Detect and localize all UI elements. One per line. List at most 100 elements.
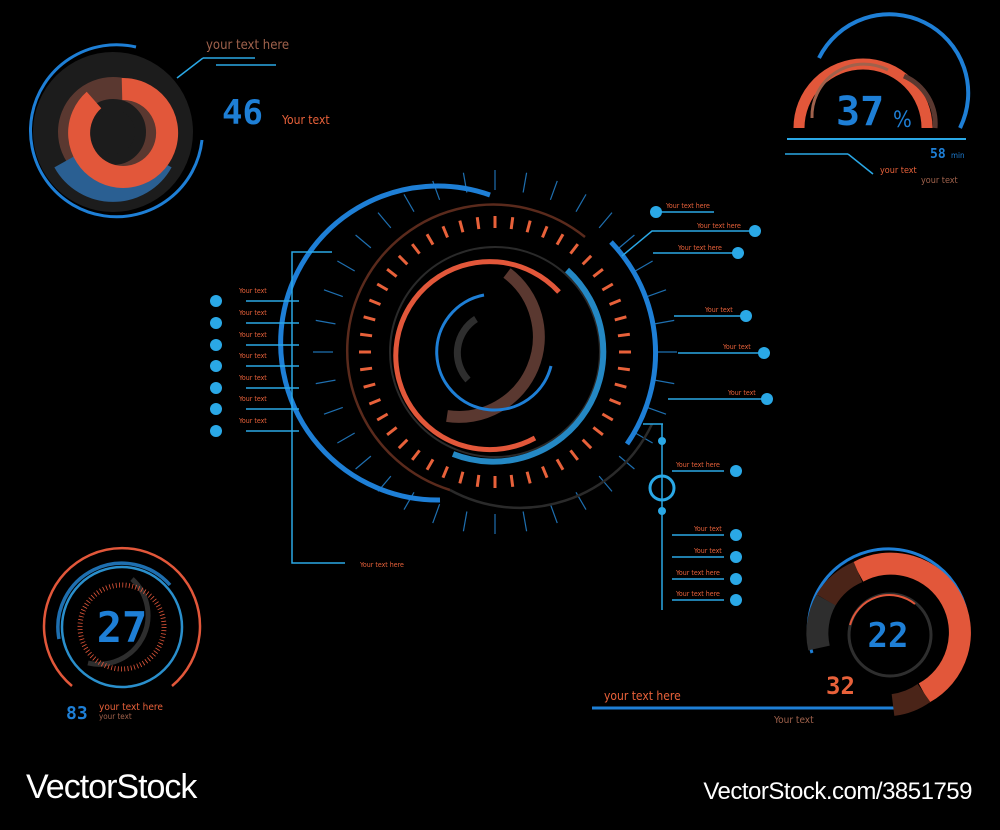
dark-thin-arc — [449, 423, 654, 510]
watermark-brand: VectorStock — [26, 768, 197, 806]
center-disc — [91, 110, 135, 154]
list-item[interactable]: Your text — [210, 287, 299, 307]
bottom-left-gauge: 27 — [42, 546, 202, 689]
dark-brown-arc-bottom — [891, 683, 931, 716]
outer-arc — [29, 43, 204, 219]
bullet-icon — [732, 247, 744, 259]
item-label: Your text here — [675, 590, 720, 598]
gray-ring — [847, 592, 933, 678]
item-label: Your text — [238, 352, 267, 360]
item-label: Your text — [238, 395, 267, 403]
watermark-url: VectorStock.com/3851759 — [703, 778, 972, 805]
top-left-gauge: your text here 46 Your text — [29, 38, 330, 219]
bullet-icon — [210, 382, 222, 394]
item-label: Your text — [704, 306, 733, 314]
bottom-right-gauge: 22 32 your text here Your text — [592, 547, 971, 726]
item-label: Your text here — [665, 202, 710, 210]
gray-arc — [806, 594, 836, 651]
left-list: Your text Your text Your text Your text … — [210, 251, 404, 569]
ring-node-icon[interactable] — [648, 474, 676, 502]
list-item[interactable]: Your text here — [653, 244, 744, 259]
label-1: your text here — [99, 702, 163, 713]
list-item[interactable]: Your text here — [672, 590, 742, 606]
orange-arc — [393, 259, 561, 453]
sub-value: 32 — [826, 672, 855, 700]
list-item[interactable]: Your text — [210, 374, 299, 394]
orange-outer-arc — [42, 546, 202, 687]
list-item[interactable]: Your text — [678, 343, 770, 359]
item-label: Your text — [238, 331, 267, 339]
sub-value: 58 — [930, 147, 946, 162]
list-item[interactable]: Your text — [210, 352, 299, 372]
orange-tick-ring — [359, 216, 631, 488]
orange-ring — [68, 77, 179, 188]
gray-ring — [389, 246, 601, 458]
bullet-icon — [749, 225, 761, 237]
bullet-icon — [210, 339, 222, 351]
inner-gray-arc — [453, 316, 478, 383]
bullet-icon — [740, 310, 752, 322]
right-list-bottom: Your text here Your text Your text Your … — [643, 423, 742, 610]
item-label: Your text here — [675, 461, 720, 469]
node-dot — [658, 507, 666, 515]
bullet-icon — [730, 573, 742, 585]
bullet-icon — [210, 360, 222, 372]
gauge-value: 46 — [222, 93, 263, 133]
item-label: Your text — [693, 547, 722, 555]
bullet-icon — [730, 465, 742, 477]
item-label: Your text — [693, 525, 722, 533]
brown-arc — [902, 73, 938, 129]
orange-tick-ring — [77, 582, 167, 672]
list-item[interactable]: Your text — [668, 389, 773, 405]
label-1: your text — [880, 166, 917, 176]
list-item[interactable]: Your text — [210, 417, 299, 437]
gauge-value: 27 — [97, 603, 148, 652]
leader-line — [176, 57, 204, 79]
blue-partial-arc — [56, 561, 172, 640]
list-item[interactable]: Your text — [674, 306, 752, 322]
light-blue-arc — [451, 267, 607, 465]
right-list-top: Your text here Your text here Your text … — [621, 202, 773, 405]
item-label: Your text — [722, 343, 751, 351]
list-item[interactable]: Your text — [210, 309, 299, 329]
list-item[interactable]: Your text here — [672, 461, 742, 477]
outer-arc — [817, 12, 971, 129]
list-item[interactable]: Your text — [672, 547, 742, 563]
bullet-icon — [730, 551, 742, 563]
gauge-label: Your text — [773, 715, 814, 726]
bullet-icon — [730, 594, 742, 606]
gray-arc — [87, 577, 151, 667]
orange-arc — [852, 552, 971, 703]
central-dial — [278, 170, 677, 534]
bullet-icon — [758, 347, 770, 359]
brown-thick-arc — [446, 268, 545, 423]
bracket-line — [291, 251, 345, 564]
list-item[interactable]: Your text here — [672, 569, 742, 585]
blue-ring — [60, 565, 184, 689]
dark-brown-arc-top — [816, 561, 863, 606]
gauge-value: 37 — [836, 89, 884, 135]
list-footer: Your text here — [359, 561, 404, 569]
item-label: Your text — [238, 417, 267, 425]
label-2: your text — [99, 712, 132, 721]
gauge-unit: % — [893, 108, 912, 133]
item-label: Your text — [727, 389, 756, 397]
inner-blue-arc — [435, 293, 553, 412]
list-item[interactable]: Your text — [210, 331, 299, 351]
sub-unit: min — [951, 151, 965, 160]
bullet-icon — [210, 403, 222, 415]
bullet-icon — [210, 425, 222, 437]
item-label: Your text — [238, 287, 267, 295]
inner-arc — [810, 62, 889, 119]
bullet-icon — [210, 295, 222, 307]
outer-blue-arc-right — [609, 240, 659, 446]
item-label: Your text here — [677, 244, 722, 252]
list-item[interactable]: Your text here — [650, 202, 714, 218]
item-label: Your text — [238, 309, 267, 317]
gauge-title: your text here — [206, 38, 289, 53]
list-item[interactable]: Your text — [672, 525, 742, 541]
list-item[interactable]: Your text here — [621, 222, 761, 257]
item-label: Your text here — [675, 569, 720, 577]
list-item[interactable]: Your text — [210, 395, 299, 415]
